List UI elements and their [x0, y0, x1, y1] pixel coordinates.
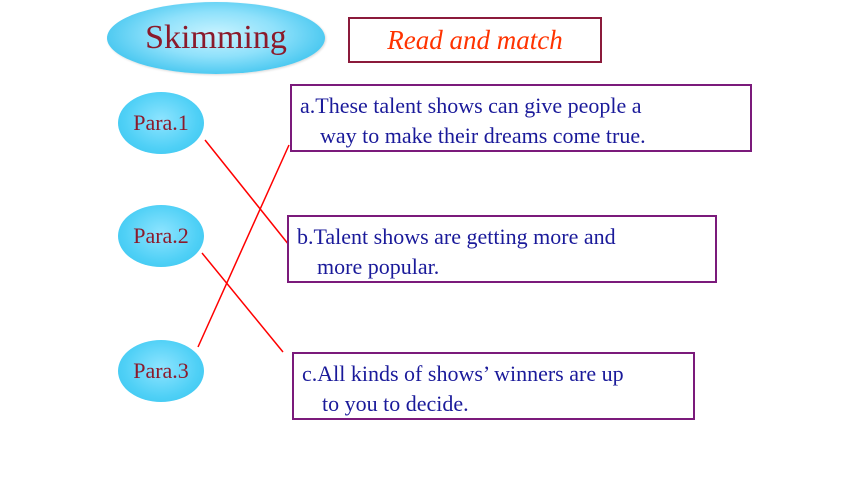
- option-b-box[interactable]: b.Talent shows are getting more and more…: [287, 215, 717, 283]
- para-2-label: Para.2: [133, 223, 189, 248]
- subtitle-text: Read and match: [387, 24, 563, 55]
- option-a-line1: a.These talent shows can give people a: [300, 93, 642, 118]
- option-c-line2: to you to decide.: [322, 391, 469, 416]
- match-line-para1-b: [204, 139, 290, 246]
- option-a-box[interactable]: a.These talent shows can give people a w…: [290, 84, 752, 152]
- para-3-oval[interactable]: Para.3: [118, 340, 204, 402]
- option-b-line1: b.Talent shows are getting more and: [297, 224, 616, 249]
- para-2-oval[interactable]: Para.2: [118, 205, 204, 267]
- subtitle-box: Read and match: [348, 17, 602, 63]
- page-title: Skimming: [145, 19, 287, 56]
- option-c-line1: c.All kinds of shows’ winners are up: [302, 361, 624, 386]
- match-line-para3-a: [197, 144, 290, 348]
- title-oval: Skimming: [107, 2, 325, 74]
- option-c-box[interactable]: c.All kinds of shows’ winners are up to …: [292, 352, 695, 420]
- match-line-para2-c: [201, 252, 284, 353]
- para-1-oval[interactable]: Para.1: [118, 92, 204, 154]
- option-a-line2: way to make their dreams come true.: [320, 123, 646, 148]
- para-3-label: Para.3: [133, 358, 189, 383]
- para-1-label: Para.1: [133, 110, 189, 135]
- option-b-line2: more popular.: [317, 254, 440, 279]
